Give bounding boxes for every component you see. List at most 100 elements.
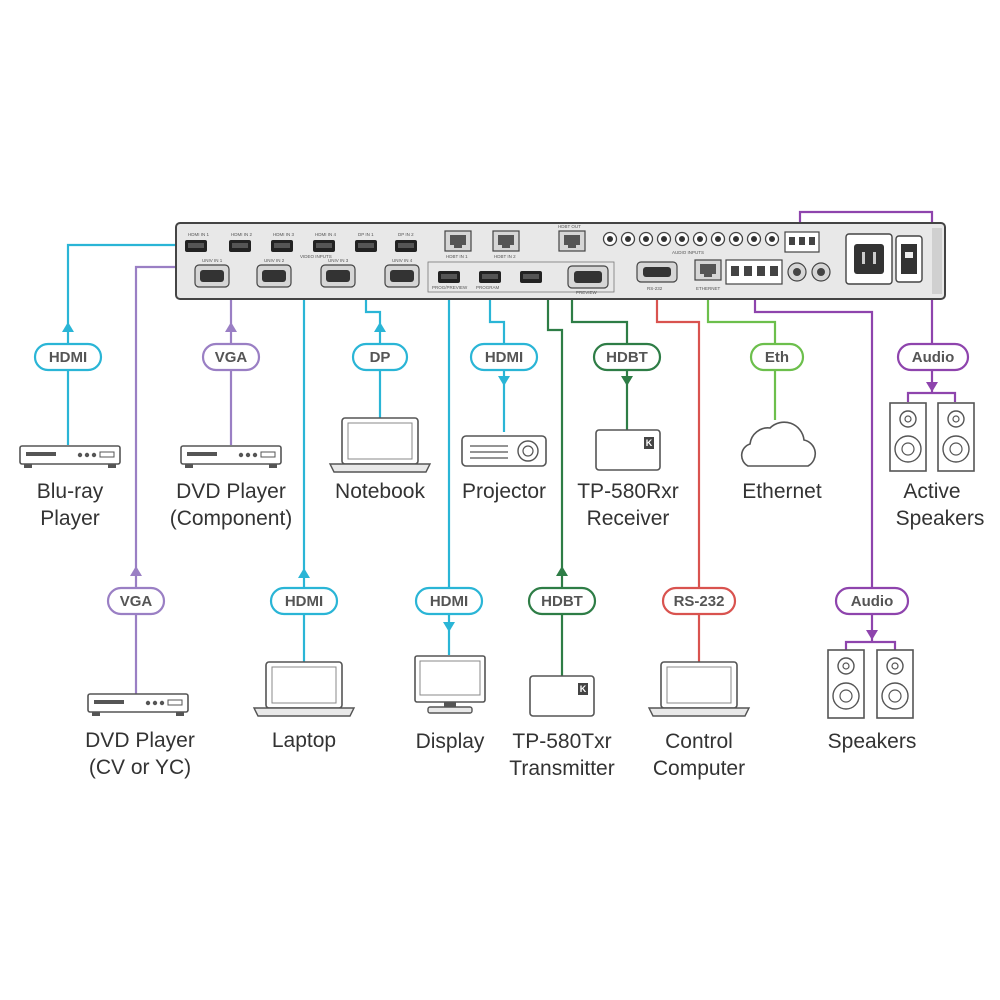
- tag-label: Eth: [765, 349, 789, 366]
- audio-in-jack: [602, 231, 618, 247]
- receiver-box-icon: [595, 429, 661, 471]
- device-label: Speakers: [896, 507, 985, 530]
- ethernet-port: [694, 259, 722, 281]
- hdbt-out-label: HDBT OUT: [558, 224, 581, 229]
- terminal-pin: [799, 237, 805, 245]
- device-label: Speakers: [828, 730, 917, 753]
- panel-edge: [932, 228, 942, 294]
- device-label: Receiver: [587, 507, 670, 530]
- univ-in-2-label: UNIV IN 2: [264, 258, 285, 263]
- device-control-computer: Control Computer: [648, 661, 750, 780]
- univ-in-1-label: UNIV IN 1: [202, 258, 223, 263]
- preview-label: PREVIEW: [576, 290, 598, 295]
- program-label: PROGRAM: [476, 285, 500, 290]
- ethernet-label: ETHERNET: [696, 286, 721, 291]
- speakers-icon: [827, 649, 865, 719]
- device-bluray: Blu-ray Player: [19, 445, 121, 530]
- speakers-icon: [876, 649, 914, 719]
- hdmi-in-2-label: HDMI IN 2: [231, 232, 252, 237]
- dp-in-1-port: [355, 240, 377, 252]
- arrow-up-icon: [556, 566, 568, 576]
- hdbt-in-1-port: [444, 230, 472, 252]
- tag-label: VGA: [120, 593, 153, 610]
- transmitter-box-icon: [529, 675, 595, 717]
- rs232-label: RS-232: [647, 286, 663, 291]
- monitor-stand: [427, 706, 473, 714]
- terminal-pin: [731, 266, 739, 276]
- line-rs232: [655, 285, 701, 665]
- device-speakers: Speakers: [827, 649, 917, 753]
- device-label: Laptop: [272, 729, 336, 752]
- tag-label: Audio: [851, 593, 894, 610]
- disc-player-icon: [19, 445, 121, 469]
- audio-in-jack: [620, 231, 636, 247]
- device-label: Display: [416, 730, 485, 753]
- audio-in-jack: [764, 231, 780, 247]
- hdbt-in-1-label: HDBT IN 1: [446, 254, 468, 259]
- univ-in-4-label: UNIV IN 4: [392, 258, 413, 263]
- line-bluray-hdmi: [66, 243, 196, 445]
- hdmi-in-2-port: [229, 240, 251, 252]
- device-active-speakers: Active Speakers: [889, 402, 985, 530]
- prog-preview-output-port: [438, 271, 460, 283]
- tag-hdmi-laptop: HDMI: [269, 586, 339, 616]
- tag-hdmi-bluray: HDMI: [33, 342, 103, 372]
- hdmi-in-3-label: HDMI IN 3: [273, 232, 294, 237]
- audio-inputs-label: AUDIO INPUTS: [672, 250, 704, 255]
- device-label: DVD Player: [176, 480, 286, 503]
- program-output-port: [479, 271, 501, 283]
- tag-label: RS-232: [674, 593, 725, 610]
- device-label: Ethernet: [742, 480, 822, 503]
- tag-label: HDBT: [541, 593, 583, 610]
- univ-in-1-port: [194, 264, 230, 288]
- arrow-down-icon: [621, 376, 633, 386]
- power-inlet-pin: [873, 252, 876, 264]
- device-label: TP-580Txr: [512, 730, 611, 753]
- tag-hdbt-receiver: HDBT: [592, 342, 662, 372]
- laptop-icon: [648, 661, 750, 717]
- hdmi-in-1-label: HDMI IN 1: [188, 232, 209, 237]
- tag-label: HDMI: [485, 349, 523, 366]
- hdbt-out-port: [558, 230, 586, 252]
- device-dvd-component: DVD Player (Component): [170, 445, 292, 530]
- device-label: DVD Player: [85, 729, 195, 752]
- tag-label: VGA: [215, 349, 248, 366]
- terminal-pin: [809, 237, 815, 245]
- laptop-icon: [329, 417, 431, 473]
- device-label: TP-580Rxr: [577, 480, 679, 503]
- monitor-neck: [444, 702, 456, 708]
- arrow-up-icon: [130, 566, 142, 576]
- mic-input-jack-inner: [793, 268, 801, 276]
- audio-in-jack: [692, 231, 708, 247]
- univ-in-3-label: UNIV IN 3: [328, 258, 349, 263]
- hdmi-in-4-port: [313, 240, 335, 252]
- device-dvd-cv: DVD Player (CV or YC): [85, 693, 195, 779]
- device-label: Transmitter: [509, 757, 614, 780]
- device-label: Projector: [462, 480, 546, 503]
- device-laptop: Laptop: [253, 661, 355, 752]
- tag-hdmi-display: HDMI: [414, 586, 484, 616]
- device-label: Control: [665, 730, 733, 753]
- tag-vga-component: VGA: [201, 342, 261, 372]
- tag-label: Audio: [912, 349, 955, 366]
- arrow-up-icon: [225, 322, 237, 332]
- univ-in-3-port: [320, 264, 356, 288]
- univ-in-4-port: [384, 264, 420, 288]
- device-notebook: Notebook: [329, 417, 431, 503]
- line-audio-speakers-split: [844, 640, 897, 650]
- terminal-pin: [770, 266, 778, 276]
- tag-label: HDMI: [430, 593, 468, 610]
- arrow-up-icon: [374, 322, 386, 332]
- tag-label: HDBT: [606, 349, 648, 366]
- dp-in-2-label: DP IN 2: [398, 232, 414, 237]
- rear-panel: HDMI IN 1 HDMI IN 2 HDMI IN 3 HDMI IN 4 …: [175, 222, 946, 300]
- line-audio-active-split: [906, 391, 957, 402]
- device-transmitter: TP-580Txr Transmitter: [509, 675, 615, 780]
- power-inlet-pin: [862, 252, 865, 264]
- tag-audio-active: Audio: [896, 342, 970, 372]
- dp-output-port: [520, 271, 542, 283]
- power-inlet-socket: [854, 244, 884, 274]
- terminal-pin: [789, 237, 795, 245]
- power-switch-rocker: [901, 244, 917, 274]
